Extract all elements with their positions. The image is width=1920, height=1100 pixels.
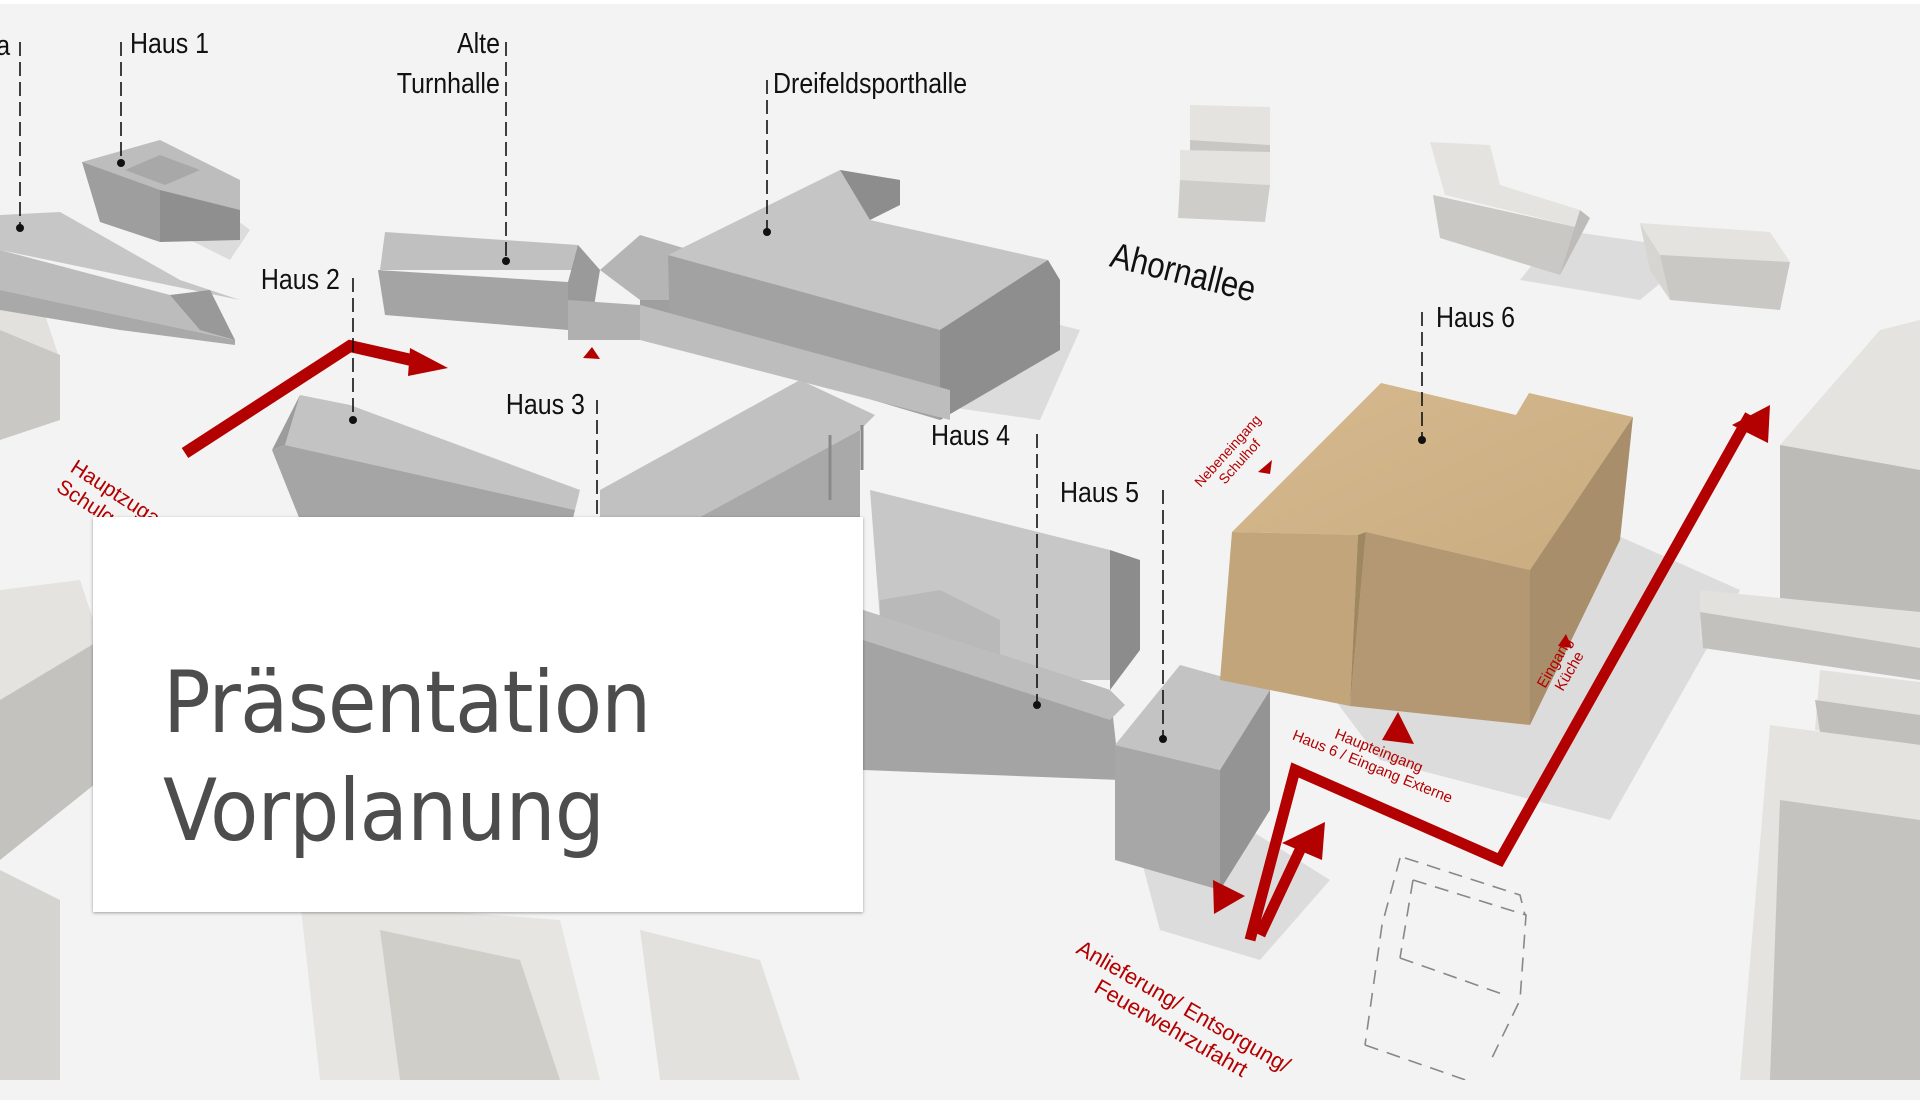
label-alte-turnhalle-line2: Turnhalle (396, 68, 500, 100)
leader-lines (19, 42, 1423, 738)
top-strip (0, 0, 1920, 4)
building-haus-5 (1115, 665, 1270, 890)
label-haus-6: Haus 6 (1436, 302, 1516, 334)
slide-title-line1: Präsentation (163, 653, 651, 753)
building-haus-1 (82, 140, 240, 242)
nebeneingang-triangle (1258, 460, 1272, 474)
title-card: Präsentation Vorplanung (93, 517, 863, 912)
kueche-triangle (1558, 634, 1572, 648)
label-dreifeldsporthalle: Dreifeldsporthalle (773, 68, 968, 100)
building-haus-2 (272, 395, 580, 530)
slide-title: Präsentation Vorplanung (163, 649, 651, 865)
planned-volume-dashed (1364, 857, 1527, 1080)
route-anlieferung-arrows (1213, 822, 1325, 938)
building-dreifeldsporthalle (640, 170, 1060, 420)
label-haus-3: Haus 3 (505, 389, 585, 421)
label-alte-turnhalle-line1: Alte (457, 28, 500, 60)
context-buildings-right (1178, 105, 1920, 1080)
building-alte-turnhalle (378, 232, 640, 340)
route-hauptzugang-arrow (181, 339, 448, 459)
leader-dots (16, 159, 1426, 743)
slide-title-line2: Vorplanung (163, 761, 605, 861)
label-haus-5: Haus 5 (1060, 477, 1140, 509)
label-cut-left: a (0, 28, 10, 66)
label-haus-4: Haus 4 (931, 420, 1011, 452)
entrance-triangles (583, 347, 1572, 744)
building-haus-3 (600, 380, 875, 517)
route-haus6-arrow (1244, 405, 1770, 942)
label-haus-2: Haus 2 (260, 264, 340, 296)
building-haus-6-highlight (1220, 383, 1633, 725)
context-buildings-left (0, 285, 800, 1080)
label-haus-1: Haus 1 (130, 28, 210, 60)
small-triangle (583, 347, 600, 359)
building-left-gable (0, 212, 240, 345)
haupteingang-triangle (1382, 712, 1414, 744)
building-haus-4 (863, 490, 1140, 780)
